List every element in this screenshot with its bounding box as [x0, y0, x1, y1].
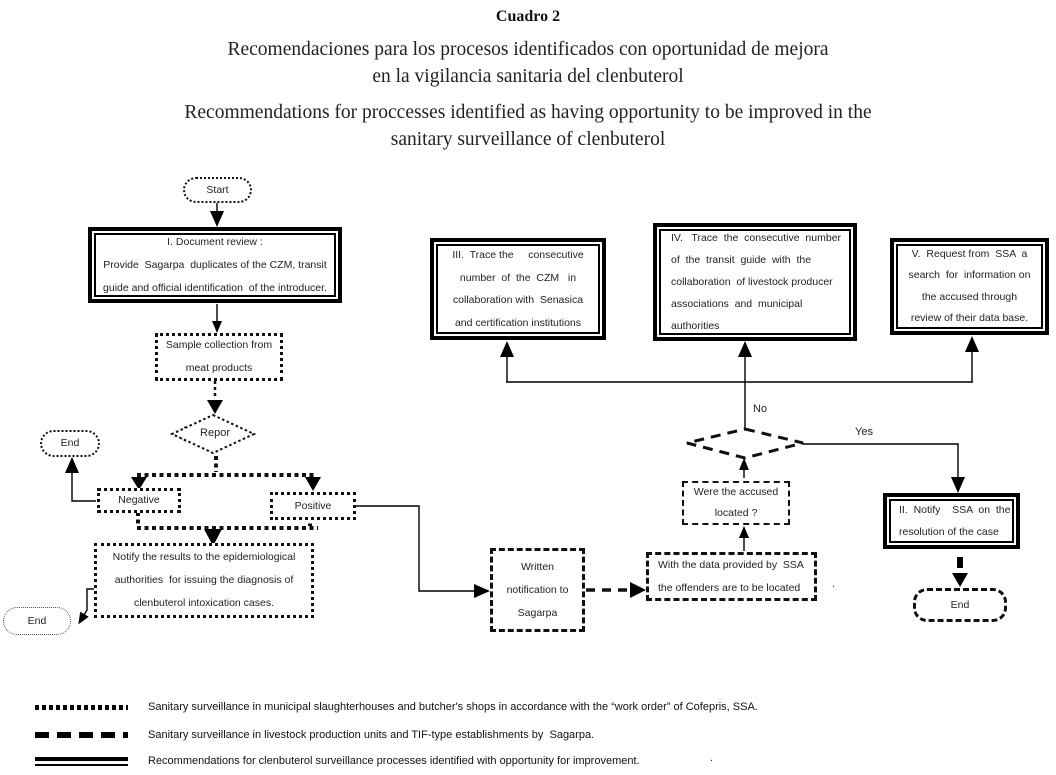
solid-lines [65, 202, 979, 625]
figure-number: Cuadro 2 [495, 8, 561, 25]
end-node-upper-left: End [40, 430, 100, 457]
notify-ssa-box: II. Notify SSA on the resolution of the … [883, 493, 1020, 549]
yes-branch-label: Yes [853, 426, 875, 438]
double-line-swatch [35, 756, 128, 766]
written-notification-box: Written notification to Sagarpa [490, 548, 585, 632]
dotted-line-swatch [35, 704, 128, 710]
legend-item-cofepris: Sanitary surveillance in municipal slaug… [35, 701, 758, 713]
sagarpa-dashed-lines [586, 582, 646, 598]
document-review-box: I. Document review : Provide Sagarpa dup… [88, 227, 342, 303]
trace-czm-box: III. Trace the consecutive number of the… [430, 238, 606, 340]
sample-collection-box: Sample collection from meat products [155, 333, 283, 381]
located-decision-diamond [686, 427, 804, 460]
stray-period: . [830, 578, 838, 590]
negative-box: Negative [97, 488, 181, 513]
end-node-lower-left: End [3, 607, 71, 635]
start-node: Start [183, 177, 252, 203]
no-branch-label: No [751, 403, 770, 415]
cofepris-arrowheads [131, 400, 321, 546]
dashed-line-swatch [35, 732, 128, 738]
stray-period-legend: . [708, 752, 716, 764]
were-accused-box: Were the accused located ? [682, 481, 790, 525]
repor-decision-label: Repor [200, 427, 230, 439]
legend-item-sagarpa: Sanitary surveillance in livestock produ… [35, 729, 594, 741]
legend-item-recommendations: Recommendations for clenbuterol surveill… [35, 755, 640, 767]
legend-text: Recommendations for clenbuterol surveill… [148, 755, 640, 767]
legend-text: Sanitary surveillance in municipal slaug… [148, 701, 758, 713]
legend-text: Sanitary surveillance in livestock produ… [148, 729, 595, 741]
title-english: Recommendations for proccesses identifie… [184, 102, 872, 150]
notify-ssa-to-end [952, 557, 968, 587]
notify-results-box: Notify the results to the epidemiologica… [94, 543, 314, 618]
trace-transit-guide-box: IV. Trace the consecutive number of the … [653, 223, 857, 341]
title-spanish: Recomendaciones para los procesos identi… [227, 39, 829, 87]
cofepris-dotted-lines [136, 381, 318, 530]
positive-box: Positive [270, 492, 356, 520]
repor-decision-diamond [169, 413, 257, 455]
with-data-box: With the data provided by SSA the offend… [646, 552, 817, 601]
end-node-right: End [913, 588, 1007, 622]
request-ssa-box: V. Request from SSA a search for informa… [890, 238, 1049, 335]
